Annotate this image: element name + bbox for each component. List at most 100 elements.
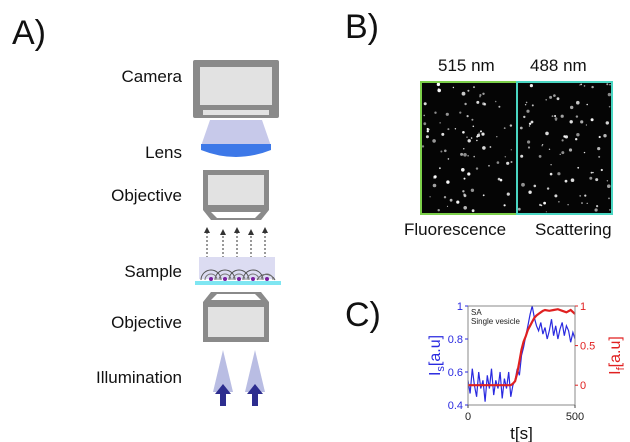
particle-dot (467, 139, 471, 143)
particle-dot (446, 180, 450, 184)
particle-dot (553, 94, 556, 97)
particle-dot (590, 118, 594, 122)
particle-dot (527, 146, 531, 149)
microscopy-images (420, 81, 613, 215)
light-beam-top (201, 120, 271, 146)
particle-dot (497, 177, 501, 181)
particle-dot (439, 167, 441, 170)
particle-dot (568, 148, 573, 152)
x-axis-label: t[s] (510, 424, 533, 442)
particle-dot (467, 172, 471, 176)
particle-dot (461, 168, 465, 172)
particle-dot (525, 101, 528, 104)
particle-dot (466, 115, 469, 118)
particle-dot (597, 147, 601, 151)
particle-dot (579, 195, 582, 197)
particle-dot (473, 155, 475, 158)
particle-dot (476, 100, 480, 104)
particle-dot (570, 178, 575, 182)
particle-dot (463, 148, 465, 150)
particle-dot (466, 136, 468, 138)
particle-dot (606, 83, 609, 86)
particle-dot (569, 120, 573, 124)
particle-dot (437, 209, 440, 212)
objective-bottom-label: Objective (111, 313, 182, 332)
y-left-tick-label: 0.6 (448, 367, 463, 379)
particle-dot (462, 131, 465, 134)
particle-dot (608, 197, 610, 200)
particle-dot (433, 175, 437, 179)
particle-dot (519, 126, 523, 130)
particle-dot (471, 209, 475, 213)
scattering-caption: Scattering (535, 220, 612, 239)
particle-dot (592, 171, 594, 174)
particle-dot (549, 95, 553, 99)
particle-dot (549, 172, 553, 176)
particle-dot (531, 104, 534, 107)
particle-dot (576, 100, 580, 105)
particle-dot (421, 145, 425, 148)
sample-icon (195, 257, 281, 285)
particle-dot (521, 182, 525, 187)
particle-dot (463, 177, 466, 180)
particle-dot (550, 164, 552, 166)
particle-dot (598, 155, 601, 158)
particle-dot (586, 103, 588, 106)
particle-dot (439, 122, 441, 124)
particle-dot (559, 153, 561, 155)
microscope-schematic (193, 60, 281, 406)
particle-dot (529, 84, 533, 88)
particle-dot (526, 109, 530, 113)
particle-dot (482, 146, 486, 150)
particle-dot (464, 102, 467, 106)
particle-dot (523, 115, 526, 119)
particle-dot (558, 201, 560, 203)
particle-dot (556, 97, 560, 101)
particle-dot (584, 194, 587, 197)
particle-dot (576, 133, 580, 137)
particle-dot (527, 140, 531, 144)
particle-dot (425, 135, 429, 139)
particle-dot (478, 132, 480, 134)
particle-dot (579, 84, 581, 86)
particle-dot (528, 122, 532, 125)
panel-a-letter: A) (12, 14, 46, 52)
particle-dot (434, 111, 437, 114)
particle-dot (498, 105, 501, 108)
y-right-tick-label: 0 (580, 380, 586, 392)
particle-dot (475, 167, 479, 170)
particle-dot (545, 99, 547, 101)
particle-dot (482, 194, 485, 197)
particle-dot (533, 184, 537, 188)
particle-dot (440, 150, 443, 153)
particle-dot (476, 139, 478, 142)
lens-label: Lens (145, 143, 182, 162)
particle-dot (443, 196, 447, 199)
particle-dot (447, 158, 450, 160)
particle-dot (591, 85, 594, 89)
particle-dot (539, 203, 542, 206)
particle-dot (503, 204, 506, 207)
particle-dot (426, 130, 429, 133)
particle-dot (545, 131, 549, 136)
camera-label: Camera (121, 67, 182, 86)
particle-dot (541, 145, 543, 147)
particle-dot (554, 117, 558, 121)
particle-dot (557, 172, 561, 176)
particle-dot (506, 192, 510, 196)
particle-dot (426, 127, 429, 131)
particle-dot (524, 104, 527, 106)
y-left-axis-label: Is[a.u] (427, 335, 447, 376)
particle-dot (463, 153, 467, 157)
particle-dot (590, 171, 593, 174)
particle-dot (564, 179, 568, 183)
particle-dot (494, 100, 497, 103)
particle-dot (476, 133, 481, 137)
particle-dot (528, 190, 532, 194)
particle-dot (444, 149, 447, 153)
particle-dot (589, 176, 593, 180)
particle-dot (452, 86, 455, 89)
particle-dot (575, 138, 578, 141)
particle-dot (471, 118, 474, 121)
scattering-frame (516, 81, 613, 215)
